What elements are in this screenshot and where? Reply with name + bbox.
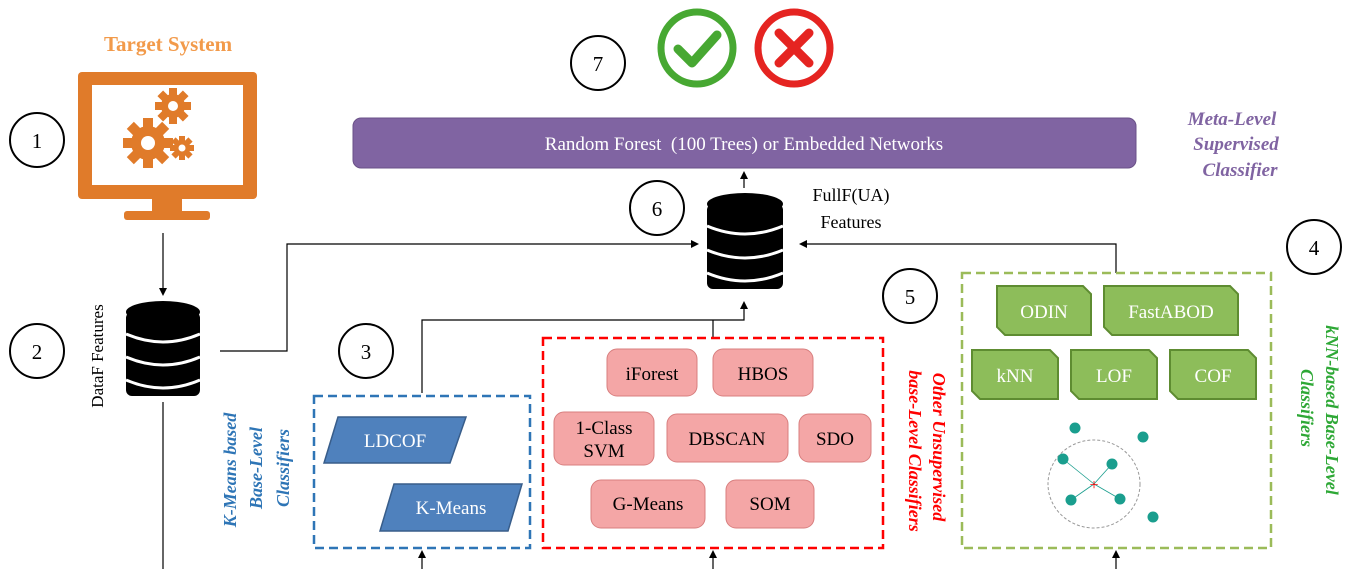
gmeans-node [590,479,706,529]
gmeans-label: G-Means [613,494,684,515]
fullf-label-line-1: FullF(UA) [812,185,889,206]
ldcof-label: LDCOF [364,431,426,452]
kmeans-group-box [312,394,532,550]
step-1-marker: 1 [9,112,65,168]
step-2-marker: 2 [9,323,65,379]
one-class-svm-node [553,411,655,466]
kmeans-label: K-Means [416,498,487,519]
knn-group-label: kNN-based Base-Level Classifiers [1297,325,1342,494]
knn-node [971,349,1059,400]
step-2-label: 2 [32,340,43,364]
monitor-gears-icon [78,72,257,220]
dbscan-label: DBSCAN [688,429,765,450]
meta-side-line-2: Supervised [1193,134,1279,155]
step-3-marker: 3 [338,323,394,379]
other-classifier-nodes [553,348,872,529]
lof-label: LOF [1096,366,1132,387]
step-3-label: 3 [361,340,372,364]
knn-label: kNN [997,366,1034,387]
iforest-node [606,348,698,397]
knn-group-box [960,271,1273,550]
dbscan-node [666,413,789,463]
step-7-label: 7 [593,52,604,76]
kmeans-label-line-3: Classifiers [273,429,293,507]
som-label: SOM [749,494,790,515]
meta-side-line-1: Meta-Level [1187,109,1277,130]
som-node [725,479,815,529]
knn-classifier-nodes [971,285,1257,400]
step-5-marker: 5 [882,268,938,324]
step-6-marker: 6 [629,180,685,236]
knn-neighborhood-illustration: + [1047,422,1159,529]
cof-label: COF [1195,366,1232,387]
svm-label: SVM [583,441,624,462]
fullf-database-icon [706,193,784,289]
sdo-label: SDO [816,429,854,450]
check-icon [657,8,737,88]
iforest-label: iForest [626,364,680,385]
dataf-label: DataF Features [88,304,107,407]
kmeans-node: K-Means [378,483,524,532]
fullf-label-line-2: Features [821,212,882,232]
step-4-label: 4 [1309,236,1320,260]
step-7-marker: 7 [570,35,626,91]
ldcof-node: LDCOF [322,416,468,464]
meta-classifier-bar [352,117,1137,169]
odin-label: ODIN [1020,302,1068,323]
knn-label-line-1: kNN-based Base-Level [1322,325,1342,494]
dataf-database-icon [125,301,201,396]
meta-level-side-label: Meta-Level Supervised Classifier [1187,109,1280,181]
fastabod-label: FastABOD [1128,302,1214,323]
one-class-label: 1-Class [576,418,633,439]
fastabod-node [1103,285,1239,336]
knn-label-line-2: Classifiers [1297,369,1317,447]
hbos-node [712,348,814,397]
connector-lines [159,171,1120,569]
other-group-box [541,336,885,550]
meta-classifier-label: Random Forest (100 Trees) or Embedded Ne… [545,134,943,155]
other-label-line-1: Other Unsupervised [929,373,949,523]
target-system-title: Target System [104,32,233,56]
lof-node [1070,349,1158,400]
other-group-label: Other Unsupervised base-Level Classifier… [905,370,949,531]
hbos-label: HBOS [738,364,789,385]
cof-node [1169,349,1257,400]
step-4-marker: 4 [1286,219,1342,275]
kmeans-label-line-1: K-Means based [220,412,240,529]
kmeans-group-label: K-Means based Base-Level Classifiers [220,412,293,529]
sdo-node [798,413,872,463]
step-6-label: 6 [652,197,663,221]
cross-icon [754,8,834,88]
step-5-label: 5 [905,285,916,309]
other-label-line-2: base-Level Classifiers [905,370,925,531]
query-point-marker: + [1089,477,1098,494]
odin-node [996,285,1092,336]
step-1-label: 1 [32,129,43,153]
meta-side-line-3: Classifier [1203,160,1279,181]
kmeans-label-line-2: Base-Level [246,427,266,510]
